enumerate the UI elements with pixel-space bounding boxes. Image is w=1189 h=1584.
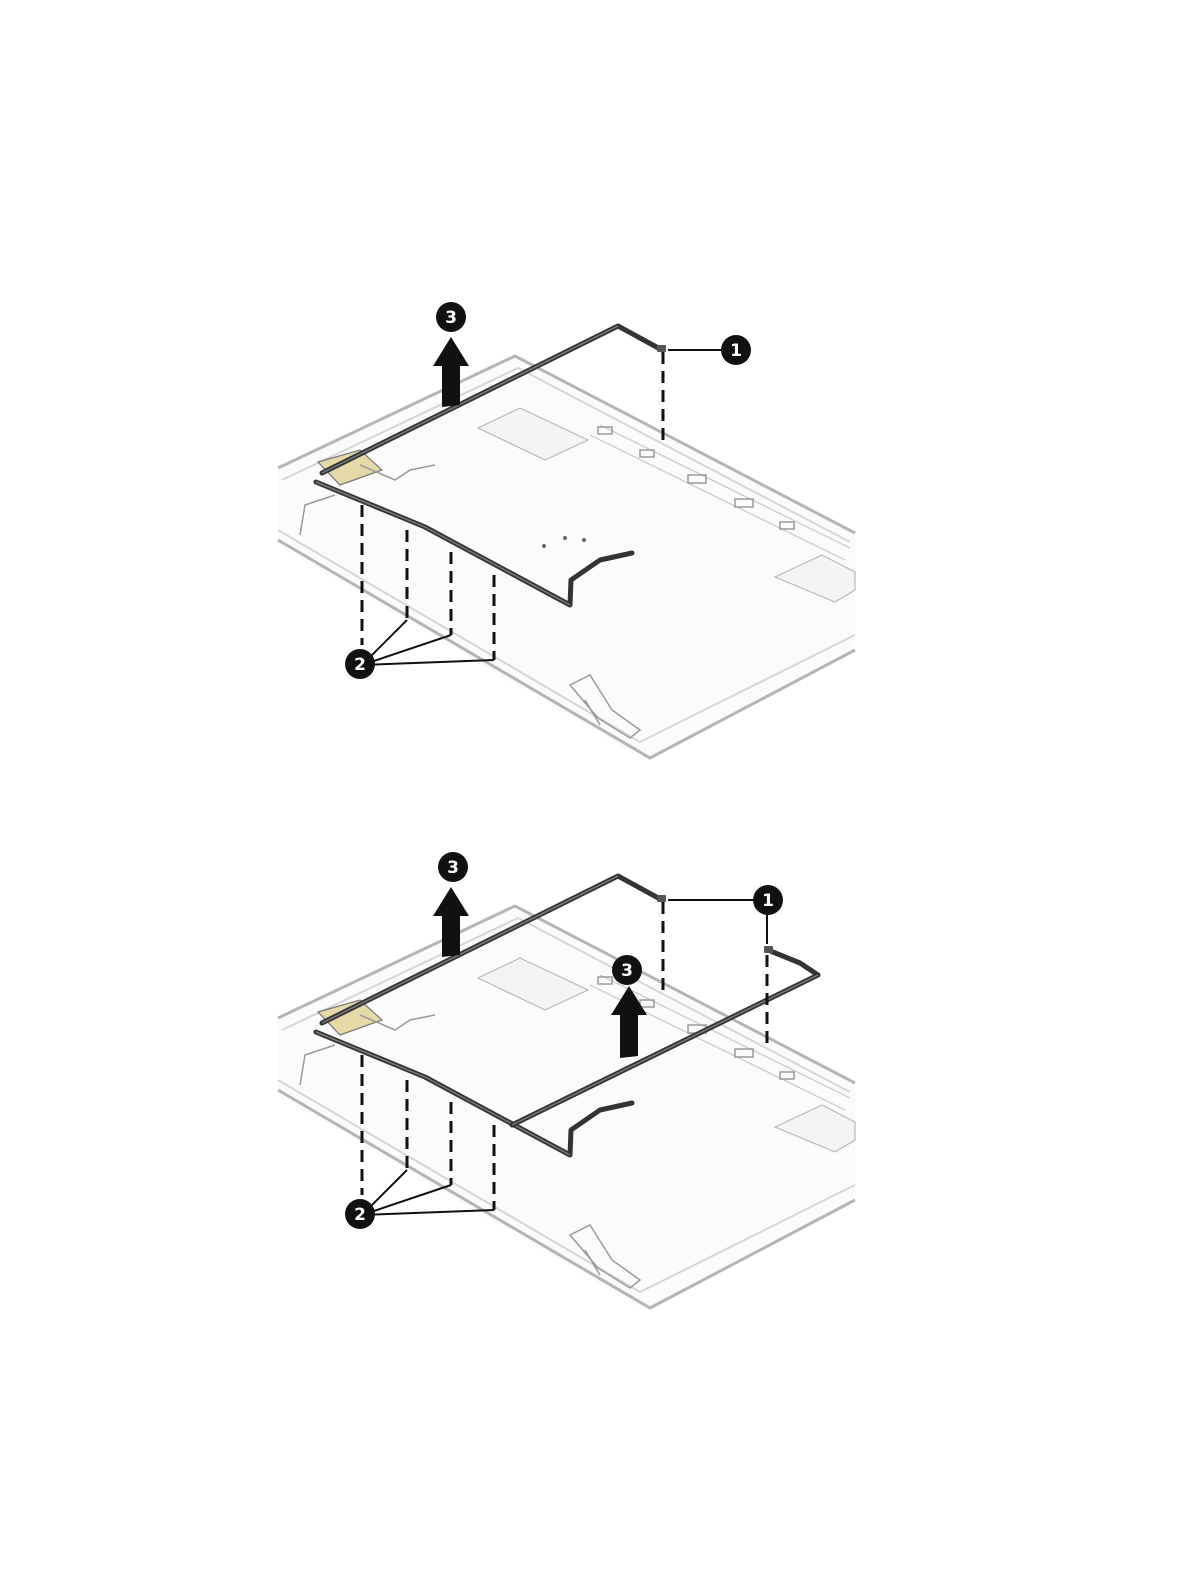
svg-text:1: 1 <box>762 891 774 911</box>
svg-text:1: 1 <box>730 341 742 361</box>
antenna-removal-figure-one: 3 1 2 <box>0 290 1189 770</box>
callout-1: 1 <box>721 335 751 365</box>
callout-2: 2 <box>345 1199 375 1229</box>
callout-3-left: 3 <box>438 852 468 882</box>
svg-text:2: 2 <box>354 1205 366 1225</box>
callout-3: 3 <box>436 302 466 332</box>
svg-text:2: 2 <box>354 655 366 675</box>
svg-text:3: 3 <box>621 961 633 981</box>
svg-text:3: 3 <box>447 858 459 878</box>
display-back-cover <box>278 356 855 760</box>
callout-2: 2 <box>345 649 375 679</box>
callout-3-right: 3 <box>612 955 642 985</box>
svg-text:3: 3 <box>445 308 457 328</box>
antenna-removal-figure-two: 3 3 1 2 <box>0 840 1189 1320</box>
callout-1: 1 <box>753 885 783 915</box>
